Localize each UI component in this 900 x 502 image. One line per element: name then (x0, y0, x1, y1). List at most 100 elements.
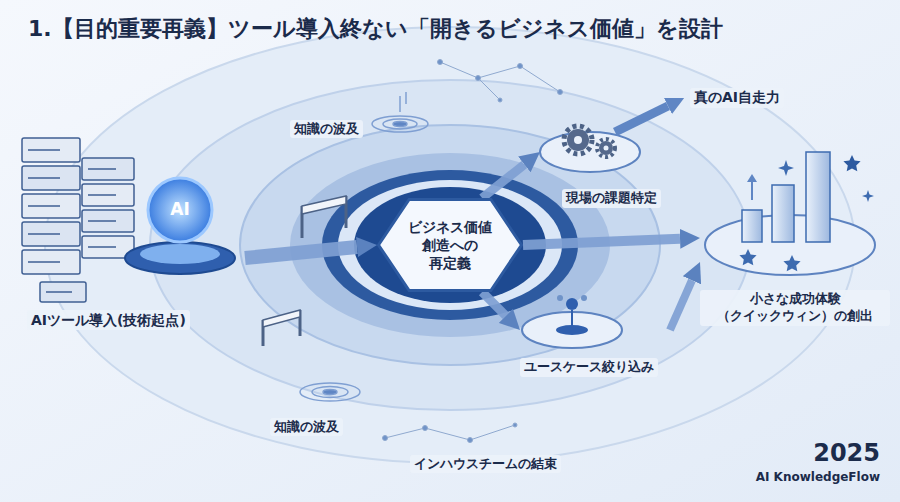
gate-part (263, 310, 300, 327)
growth-arrow-part (615, 106, 668, 132)
server-stack-part (22, 166, 80, 190)
gear-platform-part (604, 146, 609, 151)
constellation-part (383, 436, 388, 441)
node-label: ユースケース絞り込み (520, 358, 658, 377)
constellation-part (498, 98, 502, 102)
ripple-part (300, 383, 360, 401)
ripple-part (399, 96, 401, 112)
server-stack-part (22, 138, 80, 162)
gate (263, 196, 346, 346)
gear-platform-part (574, 136, 582, 144)
target-rings-part (354, 187, 546, 303)
ripple-part (372, 116, 428, 132)
ripple-part (312, 387, 348, 398)
server-stack-part (40, 282, 86, 302)
server-stack-part (88, 168, 116, 170)
server-stack-part (82, 184, 134, 206)
server-stack-part (28, 233, 60, 235)
constellation-part (468, 438, 473, 443)
server-stack-part (82, 210, 134, 232)
ripple-part (393, 122, 407, 127)
hexagon-node: ビジネス価値 創造への 再定義 (377, 198, 523, 292)
constellation-part (440, 62, 478, 78)
drop-platform-part (556, 325, 588, 335)
bar-chart-platform-part (783, 255, 800, 271)
server-stack-part (22, 222, 80, 246)
ai-brain-pedestal-part (148, 178, 212, 242)
server-stack-part (22, 194, 80, 218)
server-stack-part (88, 194, 116, 196)
node-label: AIツール導入(技術起点) (27, 310, 190, 330)
bar-chart-platform (705, 152, 875, 275)
flow-arrow (482, 292, 506, 316)
title-text: 1.【目的重要再義】ツール導入終ない「開きるビジネス価値」を設計 (28, 14, 723, 44)
year-mark: 2025 (813, 438, 880, 468)
growth-arrow (615, 106, 668, 132)
tool-platform: AIツール導入(技術起点) (15, 120, 245, 330)
server-stack-part (28, 261, 60, 263)
gear-platform-part (564, 126, 592, 154)
constellation-part (423, 426, 428, 431)
constellation-part (385, 428, 425, 438)
drop-platform-part (566, 298, 578, 310)
constellation-part (558, 90, 563, 95)
annotation-label: 真のAI自走力 (690, 88, 784, 108)
node-label: 小さな成功体験 （クイックウィン）の創出 (700, 290, 890, 326)
bar-chart-platform-part (751, 180, 753, 200)
bar-chart-platform-part (843, 155, 860, 171)
flow-arrow (523, 239, 680, 245)
node-label: 現場の課題特定 (562, 189, 661, 208)
ripple-part (383, 119, 417, 129)
annotation-label: インハウスチームの結束 (410, 455, 561, 473)
constellation-part (478, 66, 520, 78)
node-label: ビジネス価値 創造への 再定義 (400, 218, 500, 273)
drop-platform-part (581, 295, 587, 301)
ripple-part (405, 92, 407, 104)
server-stack-part (88, 246, 116, 248)
constellation-part (438, 60, 443, 65)
ripple-part (323, 390, 337, 395)
bar-chart-platform-part (778, 160, 794, 176)
ai-brain-pedestal-part (125, 242, 235, 274)
drop-platform-part (557, 295, 563, 301)
constellation-part (478, 78, 500, 100)
constellation-part (425, 428, 470, 440)
bar-chart-platform-part (739, 249, 756, 265)
server-stack-part (46, 291, 72, 293)
server-stack (22, 138, 134, 302)
flow-arrow (482, 164, 524, 198)
server-stack-part (28, 177, 60, 179)
chart-platform-node: 小さな成功体験 （クイックウィン）の創出 (700, 150, 890, 326)
annotation-label: 知識の波及 (290, 120, 363, 138)
server-stack-part (28, 205, 60, 207)
constellation-part (476, 76, 481, 81)
hexagon-shape (379, 200, 522, 291)
gear-platform-part (599, 141, 613, 155)
bar-chart-platform-part (772, 185, 794, 242)
flow-arrow (245, 247, 357, 258)
gate-part (302, 196, 346, 214)
flow-arrow (670, 280, 692, 330)
gear-platform (540, 126, 640, 172)
constellation-part (518, 64, 523, 69)
annotation-label: 知識の波及 (270, 418, 343, 436)
bar-chart-platform-part (806, 152, 830, 242)
target-rings-part (150, 80, 750, 410)
bar-chart-platform-part (742, 210, 762, 242)
gear-platform-part (597, 139, 615, 157)
ai-brain-pedestal-part (140, 244, 220, 264)
gear-platform-part (567, 129, 589, 151)
drop-platform-part (571, 310, 573, 326)
constellation-part (470, 425, 515, 440)
constellation-part (520, 66, 560, 92)
ai-brain-pedestal (125, 178, 235, 274)
bar-chart-platform-part (862, 190, 874, 202)
bar-chart-platform-part (747, 174, 757, 182)
gear-platform-node: 現場の課題特定 (540, 115, 690, 208)
brand-mark: AI KnowledgeFlow (756, 470, 880, 485)
annotation-label: AI (170, 199, 189, 220)
server-stack-part (22, 250, 80, 274)
constellation-part (513, 423, 517, 427)
server-stack-part (28, 149, 60, 151)
